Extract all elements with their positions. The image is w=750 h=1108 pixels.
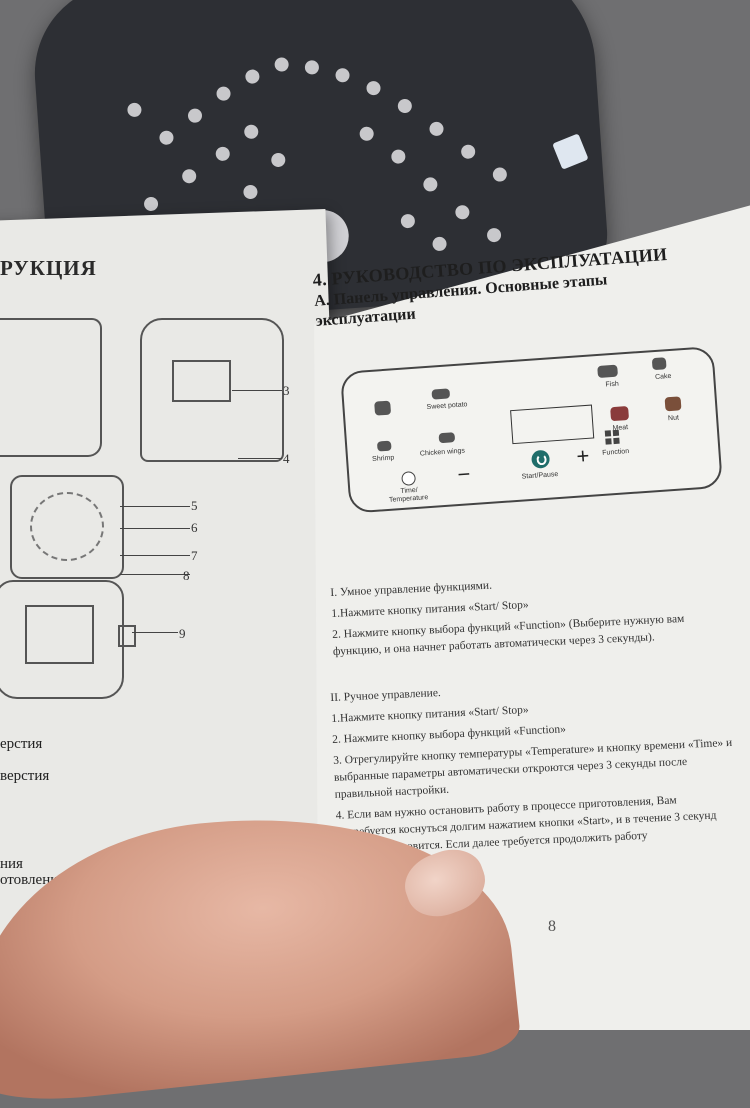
cake-icon <box>651 357 667 371</box>
callout-number: 4 <box>283 451 290 466</box>
tray-hole <box>270 152 286 168</box>
control-panel-diagram: Sweet potato Fish Cake Meat Nut Shrimp C… <box>340 345 723 514</box>
label-nut: Nut <box>667 414 680 423</box>
label-temperature: Temperature <box>388 494 429 504</box>
basket-grill-illustration <box>30 492 104 561</box>
label-time: Time/ <box>400 486 418 496</box>
tray-hole <box>454 204 470 220</box>
function-icon <box>604 429 620 445</box>
callout-number: 6 <box>191 520 198 535</box>
label-shrimp: Shrimp <box>371 454 395 463</box>
clock-icon <box>401 471 417 486</box>
label-sweet-potato: Sweet potato <box>426 401 468 412</box>
tray-hole <box>244 69 260 85</box>
tray-hole <box>429 121 444 137</box>
tray-hole <box>304 59 320 75</box>
tray-hole <box>397 98 413 114</box>
left-page-text: ерстия <box>0 736 43 752</box>
minus-button[interactable]: − <box>456 461 472 488</box>
callout-line <box>120 528 190 529</box>
callout-number: 8 <box>183 568 190 583</box>
tray-hole <box>216 86 232 102</box>
label-cake: Cake <box>654 372 672 382</box>
tray-clip <box>552 133 589 170</box>
callout-line <box>120 506 190 507</box>
tray-hole <box>243 124 259 140</box>
tray-hole <box>187 108 203 124</box>
label-start-pause: Start/Pause <box>521 471 559 481</box>
left-page-text: ния <box>0 856 23 872</box>
tray-hole <box>126 102 142 118</box>
plus-button[interactable]: + <box>575 442 591 469</box>
instruction-text-manual: II. Ручное управление. 1.Нажмите кнопку … <box>330 672 737 863</box>
basket-illustration <box>10 475 124 579</box>
tray-hole <box>242 184 258 200</box>
callout-line <box>238 458 282 459</box>
tray-hole <box>422 176 438 192</box>
tray-hole <box>359 126 375 142</box>
tray-hole <box>158 130 174 146</box>
tray-hole <box>366 80 381 96</box>
right-page-number: 8 <box>548 918 556 935</box>
callout-number: 3 <box>283 383 290 398</box>
chicken-wings-icon <box>438 432 456 444</box>
callout-line <box>232 390 282 391</box>
tray-hole <box>400 213 416 229</box>
label-chicken-wings: Chicken wings <box>419 447 466 458</box>
callout-line <box>120 555 190 556</box>
vent-illustration <box>172 360 231 402</box>
left-page-text: верстия <box>0 768 50 784</box>
power-icon[interactable] <box>530 449 551 469</box>
sweet-potato-icon <box>431 388 451 400</box>
tray-hole <box>143 196 159 212</box>
photo-scene: РУКЦИЯ 3 4 5 6 7 8 9 ерстия верстия ния … <box>0 0 750 1000</box>
tray-hole <box>460 144 476 160</box>
left-page-heading: РУКЦИЯ <box>0 256 97 280</box>
label-function: Function <box>602 448 630 457</box>
fries-icon <box>374 400 392 416</box>
tray-hole <box>215 146 231 162</box>
callout-number: 5 <box>191 498 198 513</box>
callout-number: 9 <box>179 626 186 641</box>
airfryer-side-illustration <box>140 318 284 462</box>
tray-hole <box>181 168 197 184</box>
tray-hole <box>432 236 448 252</box>
tray-hole <box>390 149 406 165</box>
shrimp-icon <box>376 440 392 452</box>
tray-hole <box>492 167 508 183</box>
callout-number: 7 <box>191 548 198 563</box>
pan-inner-illustration <box>25 605 94 664</box>
callout-line <box>120 574 190 575</box>
nut-icon <box>664 396 682 412</box>
pan-handle-illustration <box>118 625 136 647</box>
tray-hole <box>335 67 351 83</box>
fish-icon <box>597 364 618 379</box>
pan-illustration <box>0 580 124 699</box>
display-screen <box>510 404 595 445</box>
meat-icon <box>610 405 630 422</box>
label-fish: Fish <box>605 380 620 389</box>
tray-hole <box>486 227 502 243</box>
airfryer-front-illustration <box>0 318 102 457</box>
tray-hole <box>274 57 290 72</box>
callout-line <box>132 632 178 633</box>
